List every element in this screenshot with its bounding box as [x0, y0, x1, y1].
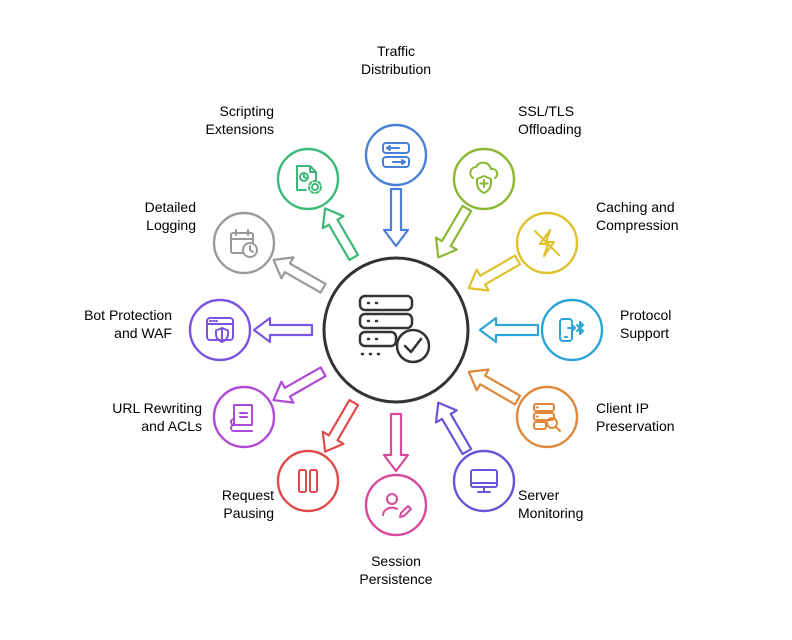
arrow-url-rewriting-acls — [272, 366, 327, 404]
label-ssl-tls-offloading: SSL/TLS Offloading — [518, 102, 638, 138]
label-line-1: Detailed — [144, 199, 196, 215]
node-detailed-logging — [212, 211, 276, 275]
label-line-2: Preservation — [596, 418, 675, 434]
label-line-2: Distribution — [360, 61, 432, 77]
label-line-2: Compression — [596, 217, 679, 233]
label-client-ip-preservation: Client IP Preservation — [596, 399, 716, 435]
node-circle — [212, 211, 276, 275]
node-circle — [515, 385, 579, 449]
label-line-1: Scripting — [219, 103, 274, 119]
label-server-monitoring: Server Monitoring — [518, 486, 638, 522]
label-line-2: Persistence — [359, 571, 433, 587]
label-line-2: Monitoring — [518, 505, 584, 521]
cloud-shield-icon — [469, 161, 499, 194]
node-circle — [276, 449, 340, 513]
label-line-2: Logging — [146, 217, 196, 233]
label-line-1: Bot Protection — [84, 307, 172, 323]
arrow-scripting-extensions — [321, 207, 360, 261]
label-line-1: Protocol — [620, 307, 672, 323]
label-traffic-distribution: Traffic Distribution — [346, 42, 446, 78]
label-url-rewriting-acls: URL Rewriting and ACLs — [72, 399, 202, 435]
label-line-1: Traffic — [376, 43, 416, 59]
arrow-client-ip-preservation — [467, 368, 522, 406]
label-line-1: Request — [221, 487, 274, 503]
node-ssl-tls-offloading — [452, 147, 516, 211]
calendar-clock-icon — [230, 229, 258, 258]
label-caching-compression: Caching and Compression — [596, 198, 716, 234]
book-icon — [230, 404, 253, 432]
label-line-2: Extensions — [205, 121, 274, 137]
label-session-persistence: Session Persistence — [336, 552, 456, 588]
label-line-1: URL Rewriting — [112, 400, 202, 416]
arrow-request-pausing — [321, 399, 360, 453]
monitor-icon — [470, 469, 498, 493]
label-request-pausing: Request Pausing — [154, 486, 274, 522]
hub-circle — [322, 256, 470, 404]
arrow-protocol-support — [478, 316, 540, 344]
label-protocol-support: Protocol Support — [620, 306, 740, 342]
nodes-layer — [188, 123, 604, 537]
label-line-2: Support — [620, 325, 670, 341]
node-circle — [188, 298, 252, 362]
label-line-1: SSL/TLS — [518, 103, 575, 119]
node-caching-compression — [515, 211, 579, 275]
node-request-pausing — [276, 449, 340, 513]
node-url-rewriting-acls — [212, 385, 276, 449]
arrows-swap-icon — [382, 142, 410, 168]
arrow-traffic-distribution — [382, 187, 410, 248]
label-detailed-logging: Detailed Logging — [76, 198, 196, 234]
arrow-ssl-tls-offloading — [434, 204, 473, 259]
browser-shield-icon — [206, 317, 234, 343]
pause-icon — [298, 469, 318, 493]
node-scripting-extensions — [276, 147, 340, 211]
node-client-ip-preservation — [515, 385, 579, 449]
label-line-1: Client IP — [596, 400, 649, 416]
node-circle — [452, 449, 516, 513]
arrow-bot-protection-waf — [252, 316, 314, 344]
node-session-persistence — [364, 473, 428, 537]
label-line-2: Offloading — [518, 121, 582, 137]
arrow-detailed-logging — [272, 256, 327, 294]
hub — [322, 256, 470, 404]
label-line-2: and WAF — [114, 325, 172, 341]
server-search-icon — [533, 403, 561, 432]
lightning-off-icon — [534, 229, 560, 257]
node-circle — [364, 473, 428, 537]
node-bot-protection-waf — [188, 298, 252, 362]
arrow-server-monitoring — [434, 401, 473, 456]
node-protocol-support — [540, 298, 604, 362]
label-line-1: Server — [518, 487, 560, 503]
document-gear-icon — [296, 165, 322, 194]
label-scripting-extensions: Scripting Extensions — [154, 102, 274, 138]
user-edit-icon — [382, 493, 412, 518]
label-line-2: and ACLs — [141, 418, 202, 434]
node-server-monitoring — [452, 449, 516, 513]
arrow-caching-compression — [467, 254, 522, 292]
arrows-layer — [252, 187, 540, 473]
phone-bluetooth-icon — [559, 318, 584, 342]
label-line-1: Caching and — [596, 199, 675, 215]
arrow-session-persistence — [382, 412, 410, 473]
label-bot-protection-waf: Bot Protection and WAF — [42, 306, 172, 342]
label-line-2: Pausing — [223, 505, 274, 521]
label-line-1: Session — [371, 553, 421, 569]
node-traffic-distribution — [364, 123, 428, 187]
server-check-icon — [358, 294, 431, 364]
node-circle — [364, 123, 428, 187]
